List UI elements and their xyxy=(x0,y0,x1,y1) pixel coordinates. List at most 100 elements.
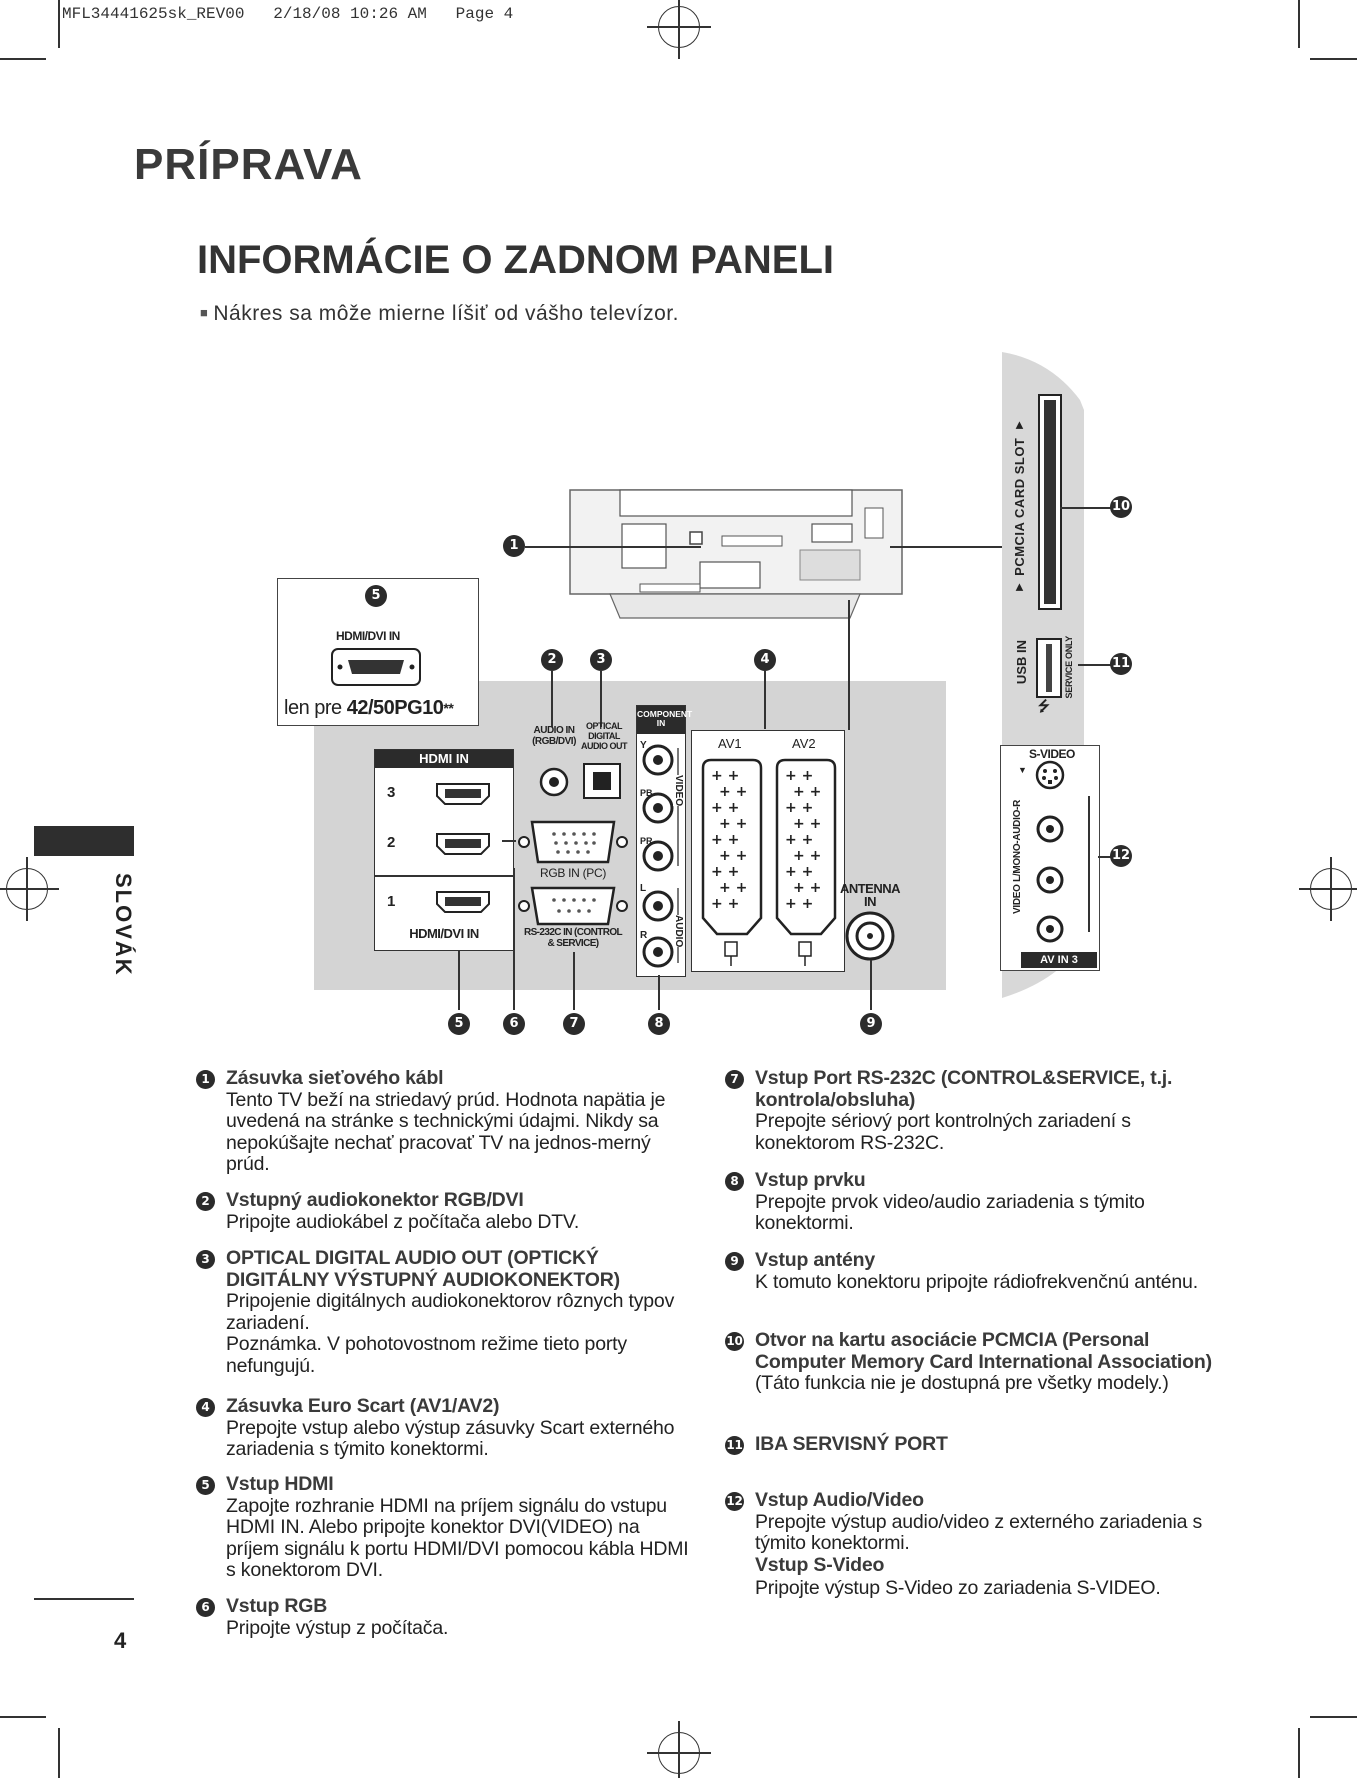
side-audio-video-label: VIDEO L/MONO-AUDIO-R xyxy=(1012,800,1023,914)
hdmi-dvi-inset: 5 HDMI/DVI IN len pre 42/50PG10** xyxy=(277,578,479,726)
item-title: Vstup HDMI xyxy=(226,1473,334,1495)
component-audio-label: AUDIO xyxy=(673,915,684,948)
callout-11: 11 xyxy=(1110,653,1132,675)
model-note-suffix: ** xyxy=(443,700,454,716)
item-title: Zásuvka sieťového kábl xyxy=(226,1067,444,1089)
hdmi-port-number: 2 xyxy=(387,834,396,851)
svg-text:+ +: + + xyxy=(719,784,747,800)
item-body: Zapojte rozhranie HDMI na príjem signálu… xyxy=(226,1494,689,1581)
item-body: Pripojenie digitálnych audiokonektorov r… xyxy=(226,1290,675,1334)
pcmcia-slot-opening xyxy=(1044,400,1056,604)
item-body: Prepojte výstup audio/video z externého … xyxy=(755,1510,1203,1554)
callout-2: 2 xyxy=(541,649,563,671)
crop-mark xyxy=(0,1716,46,1718)
optical-out-label: OPTICAL DIGITAL AUDIO OUT xyxy=(581,721,628,751)
hdmi-dvi-in-label: HDMI/DVI IN xyxy=(336,629,400,643)
item-number: 11 xyxy=(725,1436,744,1455)
leader-line xyxy=(1098,856,1120,858)
scart-ports: + ++ ++ ++ ++ ++ ++ ++ ++ + + ++ ++ ++ +… xyxy=(701,758,837,966)
item-8: 8 Vstup prvku Prepojte prvok video/audio… xyxy=(725,1169,1225,1235)
square-bullet-icon: ■ xyxy=(200,305,209,320)
item-number: 8 xyxy=(725,1172,744,1191)
hdmi-port-icon xyxy=(436,783,490,805)
leader-line xyxy=(764,671,766,729)
triangle-marker-icon: ▼ xyxy=(1018,765,1027,775)
crop-mark xyxy=(1298,0,1300,48)
crop-mark xyxy=(58,0,60,48)
page-number: 4 xyxy=(114,1628,127,1653)
item-note: Poznámka. V pohotovostnom režime tieto p… xyxy=(226,1333,627,1377)
hdmi-dvi-in-label: HDMI/DVI IN xyxy=(409,926,479,941)
item-title: Vstup Audio/Video xyxy=(755,1489,924,1511)
item-body: Prepojte sériový port kontrolných zariad… xyxy=(755,1110,1131,1154)
item-title: Otvor na kartu asociácie PCMCIA (Persona… xyxy=(755,1329,1212,1373)
item-title: Vstupný audiokonektor RGB/DVI xyxy=(226,1189,524,1211)
audio-l-label: L xyxy=(640,883,647,894)
component-in-header: COMPONENT IN xyxy=(637,706,692,734)
item-6: 6 Vstup RGB Pripojte výstup z počítača. xyxy=(196,1595,696,1639)
crop-mark xyxy=(58,1728,60,1778)
s-video-label: S-VIDEO xyxy=(1029,747,1075,761)
svg-text:+ +: + + xyxy=(711,832,739,848)
svg-text:+ +: + + xyxy=(719,816,747,832)
item-number: 9 xyxy=(725,1252,744,1271)
leader-line xyxy=(600,671,602,727)
audio-jack-icon xyxy=(539,767,569,797)
leader-line xyxy=(870,960,872,1010)
audio-in-label: AUDIO IN (RGB/DVI) xyxy=(532,725,576,747)
leader-line xyxy=(1078,664,1120,666)
svg-text:+ +: + + xyxy=(785,864,813,880)
leader-line xyxy=(1088,796,1090,932)
note: ■Nákres sa môže mierne líšiť od vášho te… xyxy=(200,302,679,326)
callout-1: 1 xyxy=(503,535,525,557)
item-7: 7 Vstup Port RS-232C (CONTROL&SERVICE, t… xyxy=(725,1067,1225,1154)
item-body: (Táto funkcia nie je dostupná pre všetky… xyxy=(755,1372,1169,1394)
component-y-label: Y xyxy=(640,740,647,751)
item-number: 12 xyxy=(725,1492,744,1511)
item-title: Zásuvka Euro Scart (AV1/AV2) xyxy=(226,1395,500,1417)
rs232c-port-icon xyxy=(518,886,628,926)
item-title: Vstup RGB xyxy=(226,1595,328,1617)
registration-mark-icon xyxy=(0,857,59,921)
item-number: 3 xyxy=(196,1250,215,1269)
svg-text:+ +: + + xyxy=(711,768,739,784)
item-subtitle: Vstup S-Video xyxy=(755,1553,885,1576)
leader-line xyxy=(573,952,575,1010)
item-body: Pripojte výstup z počítača. xyxy=(226,1616,449,1639)
divider xyxy=(375,875,513,877)
leader-line xyxy=(513,868,515,1010)
leader-line xyxy=(848,600,850,730)
page-heading: INFORMÁCIE O ZADNOM PANELI xyxy=(197,238,835,282)
crop-mark xyxy=(1298,1728,1300,1778)
callout-10: 10 xyxy=(1110,496,1132,518)
item-title: Vstup antény xyxy=(755,1249,876,1271)
item-number: 10 xyxy=(725,1332,744,1351)
svg-text:+ +: + + xyxy=(785,768,813,784)
rgb-in-label: RGB IN (PC) xyxy=(540,866,607,880)
item-9: 9 Vstup antény K tomuto konektoru pripoj… xyxy=(725,1249,1225,1293)
language-tab xyxy=(34,826,134,856)
callout-5: 5 xyxy=(365,585,387,607)
item-number: 1 xyxy=(196,1070,215,1089)
item-body: Prepojte prvok video/audio zariadenia s … xyxy=(755,1190,1145,1234)
item-title: Vstup prvku xyxy=(755,1169,866,1191)
usb-port xyxy=(1036,638,1062,698)
item-number: 7 xyxy=(725,1070,744,1089)
item-5: 5 Vstup HDMI Zapojte rozhranie HDMI na p… xyxy=(196,1473,696,1582)
item-10: 10 Otvor na kartu asociácie PCMCIA (Pers… xyxy=(725,1329,1225,1395)
item-title: IBA SERVISNÝ PORT xyxy=(755,1433,948,1455)
item-title: OPTICAL DIGITAL AUDIO OUT (OPTICKÝ DIGIT… xyxy=(226,1247,620,1291)
leader-line xyxy=(551,671,553,727)
tv-rear-outline xyxy=(569,489,903,619)
rs232c-label: RS-232C IN (CONTROL & SERVICE) xyxy=(523,927,623,949)
item-number: 2 xyxy=(196,1192,215,1211)
item-2: 2 Vstupný audiokonektor RGB/DVI Pripojte… xyxy=(196,1189,696,1233)
item-4: 4 Zásuvka Euro Scart (AV1/AV2) Prepojte … xyxy=(196,1395,696,1461)
print-slug: MFL34441625sk_REV00 2/18/08 10:26 AM Pag… xyxy=(62,5,514,23)
svg-text:+ +: + + xyxy=(785,832,813,848)
service-only-label: SERVICE ONLY xyxy=(1064,636,1074,699)
callout-8: 8 xyxy=(648,1013,670,1035)
callout-4: 4 xyxy=(754,649,776,671)
svg-text:+ +: + + xyxy=(793,784,821,800)
crop-mark xyxy=(0,58,46,60)
